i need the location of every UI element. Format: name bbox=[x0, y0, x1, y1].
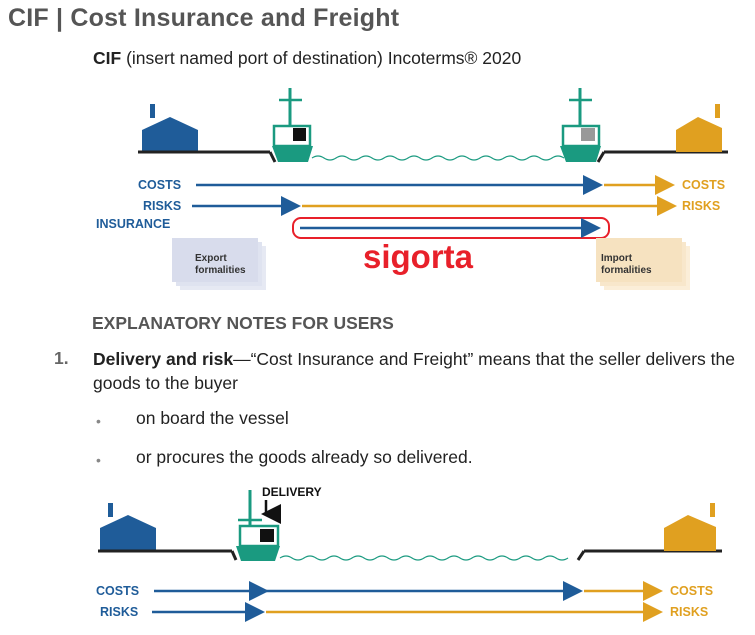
risks-label-left: RISKS bbox=[143, 199, 181, 213]
export-line1: Export bbox=[195, 253, 227, 264]
notes-heading: EXPLANATORY NOTES FOR USERS bbox=[92, 313, 394, 333]
item-number: 1. bbox=[54, 348, 69, 368]
costs-label-right-2: COSTS bbox=[670, 584, 713, 598]
seller-house-icon bbox=[142, 104, 198, 152]
subtitle: CIF (insert named port of destination) I… bbox=[93, 48, 521, 69]
risks-label-right: RISKS bbox=[682, 199, 720, 213]
page-title: CIF | Cost Insurance and Freight bbox=[8, 4, 400, 32]
subtitle-term: CIF bbox=[93, 48, 122, 68]
ship-left-icon bbox=[272, 88, 313, 162]
insurance-highlight bbox=[292, 217, 610, 239]
seller-house-icon-2 bbox=[100, 503, 156, 551]
item-body: —“Cost Insurance and Freight” means that… bbox=[93, 349, 735, 393]
top-diagram: COSTS COSTS RISKS RISKS INSURANCE Export… bbox=[96, 88, 728, 290]
costs-label-left-2: COSTS bbox=[96, 584, 139, 598]
costs-label-right: COSTS bbox=[682, 178, 725, 192]
export-line2: formalities bbox=[195, 265, 246, 276]
item-text: Delivery and risk—“Cost Insurance and Fr… bbox=[93, 347, 753, 395]
risks-label-right-2: RISKS bbox=[670, 605, 708, 619]
delivery-label: DELIVERY bbox=[262, 485, 322, 499]
item-bold: Delivery and risk bbox=[93, 349, 234, 369]
risks-label-left-2: RISKS bbox=[100, 605, 138, 619]
bullet-text-2: or procures the goods already so deliver… bbox=[136, 447, 473, 467]
water-bottom bbox=[279, 555, 569, 561]
bullet-dot-1: • bbox=[96, 413, 101, 429]
bullet-dot-2: • bbox=[96, 452, 101, 468]
import-line1: Import bbox=[601, 253, 633, 264]
buyer-house-icon bbox=[676, 104, 722, 152]
costs-label-left: COSTS bbox=[138, 178, 181, 192]
bullet-text-1: on board the vessel bbox=[136, 408, 289, 428]
water-top bbox=[311, 155, 565, 161]
import-formalities-doc: Import formalities bbox=[596, 238, 690, 290]
import-line2: formalities bbox=[601, 265, 652, 276]
sigorta-annotation: sigorta bbox=[363, 238, 474, 275]
ship-bottom-icon bbox=[236, 490, 280, 561]
insurance-label: INSURANCE bbox=[96, 217, 170, 231]
subtitle-rest: (insert named port of destination) Incot… bbox=[121, 48, 522, 68]
ground-right bbox=[596, 151, 606, 163]
buyer-house-icon-2 bbox=[664, 503, 716, 551]
ship-right-icon bbox=[560, 88, 601, 162]
export-formalities-doc: Export formalities bbox=[172, 238, 266, 290]
